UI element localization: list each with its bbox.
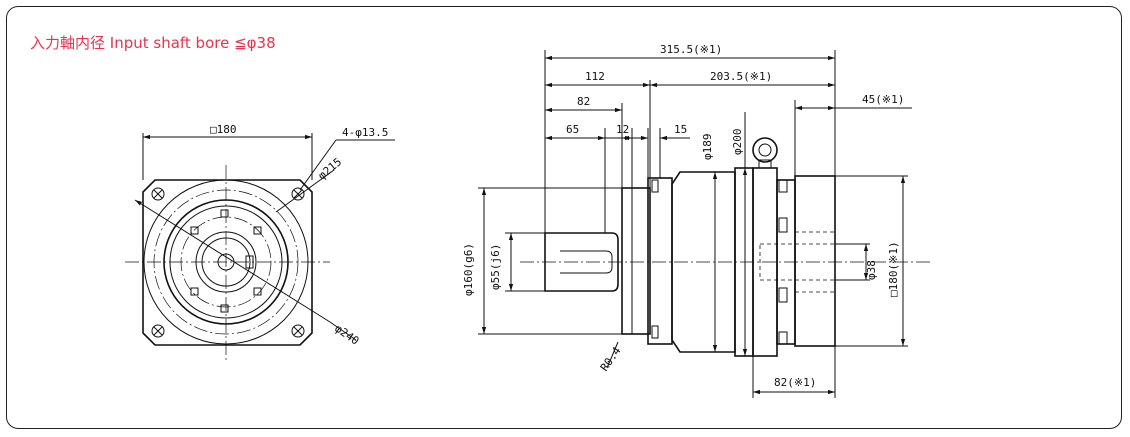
square-180-label: □180: [210, 123, 237, 136]
shaft-key: [560, 250, 613, 274]
dim-55: φ55(j6): [489, 244, 502, 290]
eye-bolt: [752, 137, 778, 163]
outer-circle: [143, 179, 309, 345]
input-shaft-bore-heading: 入力軸内径 Input shaft bore ≦φ38: [30, 34, 276, 52]
r04-label: R0.4: [598, 344, 624, 373]
dim-189: φ189: [701, 134, 714, 161]
dim-65: 65: [566, 123, 579, 136]
pcd-215-label: φ215: [316, 155, 345, 182]
dim-82b: 82(※1): [774, 376, 816, 389]
dim-sq180: □180(※1): [887, 241, 900, 297]
input-bore-hidden: [759, 243, 836, 281]
motor-adapter: [794, 175, 836, 347]
outer-240-label: φ240: [332, 322, 361, 348]
ring-body: [647, 177, 673, 345]
dim-160: φ160(g6): [462, 243, 475, 296]
dim-45: 45(※1): [862, 93, 904, 106]
dim-15: 15: [674, 123, 687, 136]
dim-12: 12: [616, 123, 629, 136]
pilot-circle: [163, 199, 289, 325]
holes-label: 4-φ13.5: [342, 126, 388, 139]
dim-overall: 315.5(※1): [660, 43, 722, 56]
dim-38: φ38: [865, 260, 878, 280]
dim-82: 82: [577, 95, 590, 108]
tapped-holes: [190, 209, 262, 313]
keyway-rect: [245, 255, 254, 269]
pcd-circle: [153, 189, 299, 335]
dim-200: φ200: [731, 129, 744, 156]
front-view: □180 4-φ13.5 φ215 φ240: [125, 123, 395, 360]
mount-holes: [151, 187, 305, 338]
flange-body: [621, 187, 651, 335]
dim-203: 203.5(※1): [710, 70, 772, 83]
drawing-frame: [6, 6, 1122, 429]
dim-112: 112: [585, 70, 605, 83]
output-shaft: [544, 232, 619, 292]
side-view: 315.5(※1) 112 203.5(※1) 82 65 12 15 45(※…: [462, 43, 930, 398]
